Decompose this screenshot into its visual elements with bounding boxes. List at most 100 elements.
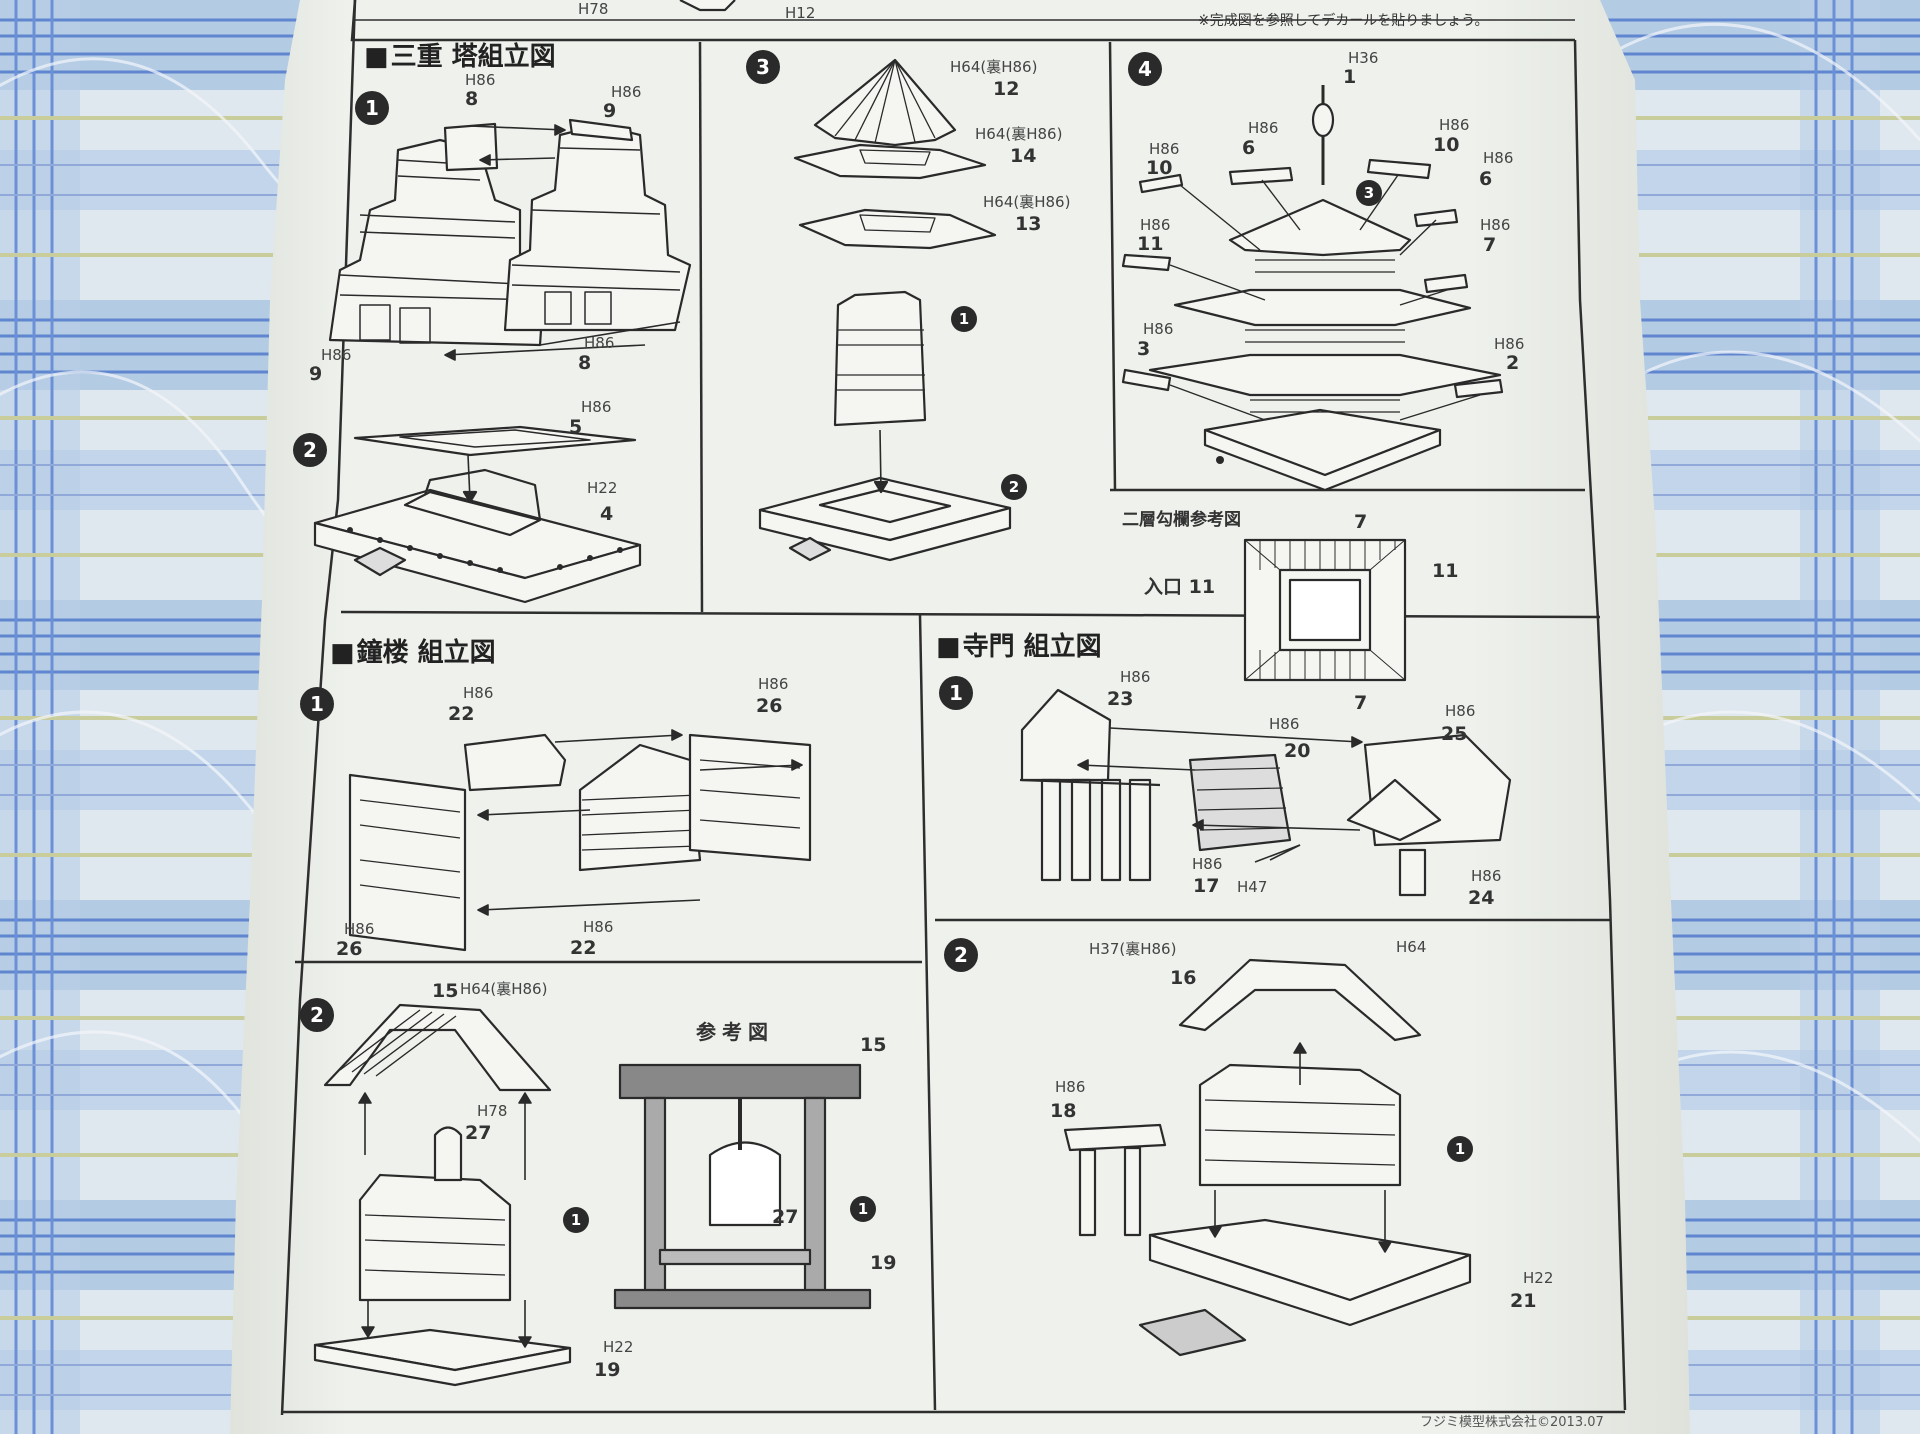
belfry-ref-label-1: 15 xyxy=(860,1034,887,1056)
pagoda-s4-label-4: 6 xyxy=(1242,137,1256,159)
belfry-s2-label-4: 27 xyxy=(465,1122,492,1144)
pagoda-s3-label-3: H64(裏H86) xyxy=(975,125,1063,143)
gate-step-2-badge: 2 xyxy=(944,938,978,972)
pagoda-s3-label-2: 12 xyxy=(993,78,1020,100)
pagoda-step-3-badge: 3 xyxy=(746,50,780,84)
pagoda-s2-label-2: 5 xyxy=(569,416,583,438)
pagoda-s3-label-6: 13 xyxy=(1015,213,1042,235)
balcony-ref-entrance: 入口 11 xyxy=(1144,576,1216,598)
belfry-step2-drawing xyxy=(313,1003,572,1387)
pagoda-s1-label-1: H86 xyxy=(465,71,496,89)
belfry-s2-label-3: H78 xyxy=(477,1102,508,1120)
pagoda-s4-label-13: H86 xyxy=(1480,216,1511,234)
pagoda-s4-label-5: H86 xyxy=(1439,116,1470,134)
gate-step2-drawing xyxy=(1063,958,1472,1357)
pagoda-section-title: 三重 塔組立図 xyxy=(364,44,556,70)
pagoda-s4-label-10: 6 xyxy=(1479,168,1493,190)
belfry-s1-label-7: H86 xyxy=(583,918,614,936)
belfry-s2-label-7: 19 xyxy=(594,1359,621,1381)
belfry-s1-label-3: H86 xyxy=(758,675,789,693)
belfry-s1-label-6: 26 xyxy=(336,938,363,960)
pagoda-s2-label-4: 4 xyxy=(600,503,614,525)
pagoda-step-4-badge: 4 xyxy=(1128,52,1162,86)
pagoda-s4-label-9: H86 xyxy=(1483,149,1514,167)
pagoda-s4-label-14: 7 xyxy=(1483,234,1497,256)
gate-s1-label-9: H47 xyxy=(1237,878,1268,896)
belfry-s2-label-1: 15 xyxy=(432,980,459,1002)
pagoda-s1-label-5: H86 xyxy=(321,346,352,364)
gate-s2-label-4: H86 xyxy=(1055,1078,1086,1096)
pagoda-s1-label-3: H86 xyxy=(611,83,642,101)
top-part-code-2: H12 xyxy=(785,4,816,22)
gate-s1-label-5: H86 xyxy=(1445,702,1476,720)
gate-s1-label-11: 24 xyxy=(1468,887,1495,909)
pagoda-s1-label-6: 9 xyxy=(309,363,323,385)
gate-step-1-badge: 1 xyxy=(939,676,973,710)
pagoda-step-2-badge: 2 xyxy=(293,433,327,467)
pagoda-s4-label-3: H86 xyxy=(1248,119,1279,137)
pagoda-s4-label-8: 10 xyxy=(1146,157,1173,179)
gate-step1-drawing xyxy=(1019,688,1512,897)
belfry-section-title: 鐘楼 組立図 xyxy=(330,640,496,666)
belfry-ref-label-2: 27 xyxy=(772,1206,799,1228)
pagoda-s1-label-4: 9 xyxy=(603,100,617,122)
pagoda-s4-label-2: 1 xyxy=(1343,66,1357,88)
pagoda-s3-ref-1: 1 xyxy=(951,306,977,332)
gate-s1-label-7: H86 xyxy=(1192,855,1223,873)
pagoda-s1-label-7: H86 xyxy=(584,334,615,352)
pagoda-s4-label-16: 3 xyxy=(1137,338,1151,360)
pagoda-s4-label-17: H86 xyxy=(1494,335,1525,353)
gate-s1-label-10: H86 xyxy=(1471,867,1502,885)
belfry-s1-label-4: 26 xyxy=(756,695,783,717)
pagoda-s4-label-6: 10 xyxy=(1433,134,1460,156)
pagoda-s2-label-1: H86 xyxy=(581,398,612,416)
belfry-step-2-badge: 2 xyxy=(300,998,334,1032)
pagoda-s1-label-8: 8 xyxy=(578,352,592,374)
gate-s2-label-3: H64 xyxy=(1396,938,1427,956)
belfry-reference-drawing xyxy=(613,1063,872,1310)
balcony-ref-label-2: 11 xyxy=(1432,560,1459,582)
pagoda-s4-label-11: H86 xyxy=(1140,216,1171,234)
pagoda-s3-label-1: H64(裏H86) xyxy=(950,58,1038,76)
belfry-s1-label-2: 22 xyxy=(448,703,475,725)
pagoda-s1-label-2: 8 xyxy=(465,88,479,110)
gate-s2-ref-1: 1 xyxy=(1447,1136,1473,1162)
gate-s1-label-8: 17 xyxy=(1193,875,1220,897)
belfry-s2-label-2: H64(裏H86) xyxy=(460,980,548,998)
pagoda-s3-ref-2: 2 xyxy=(1001,474,1027,500)
gate-s2-label-1: H37(裏H86) xyxy=(1089,940,1177,958)
pagoda-s4-label-1: H36 xyxy=(1348,49,1379,67)
copyright: フジミ模型株式会社©2013.07 xyxy=(1420,1415,1604,1430)
gate-s1-label-3: H86 xyxy=(1269,715,1300,733)
belfry-ref-label-4: 19 xyxy=(870,1252,897,1274)
balcony-reference-drawing xyxy=(1243,538,1407,682)
belfry-ref-ref-1: 1 xyxy=(850,1196,876,1222)
belfry-s1-label-5: H86 xyxy=(344,920,375,938)
belfry-s2-label-6: H22 xyxy=(603,1338,634,1356)
top-part-code-1: H78 xyxy=(578,0,609,18)
gate-section-title: 寺門 組立図 xyxy=(936,634,1102,660)
pagoda-step4-drawing xyxy=(1121,85,1504,492)
decal-note: ※完成図を参照してデカールを貼りましょう。 xyxy=(1198,13,1489,29)
pagoda-s4-ref-3: 3 xyxy=(1356,180,1382,206)
pagoda-s4-label-7: H86 xyxy=(1149,140,1180,158)
pagoda-s3-label-4: 14 xyxy=(1010,145,1037,167)
balcony-ref-label-3: 7 xyxy=(1354,692,1368,714)
pagoda-step3-drawing xyxy=(758,58,1012,562)
pagoda-s2-label-3: H22 xyxy=(587,479,618,497)
gate-s2-label-7: H22 xyxy=(1523,1269,1554,1287)
balcony-ref-title: 二層勾欄参考図 xyxy=(1122,510,1241,530)
pagoda-step-1-badge: 1 xyxy=(355,91,389,125)
pagoda-s4-label-12: 11 xyxy=(1137,233,1164,255)
pagoda-step2-drawing xyxy=(313,425,642,604)
belfry-step1-drawing xyxy=(348,729,812,952)
gate-s2-label-2: 16 xyxy=(1170,967,1197,989)
pagoda-step1-drawing xyxy=(328,118,692,361)
gate-s1-label-2: 23 xyxy=(1107,688,1134,710)
gate-s1-label-6: 25 xyxy=(1441,723,1468,745)
gate-s2-label-5: 18 xyxy=(1050,1100,1077,1122)
pagoda-s4-label-15: H86 xyxy=(1143,320,1174,338)
belfry-s2-ref-1: 1 xyxy=(563,1207,589,1233)
pagoda-s4-label-18: 2 xyxy=(1506,352,1520,374)
